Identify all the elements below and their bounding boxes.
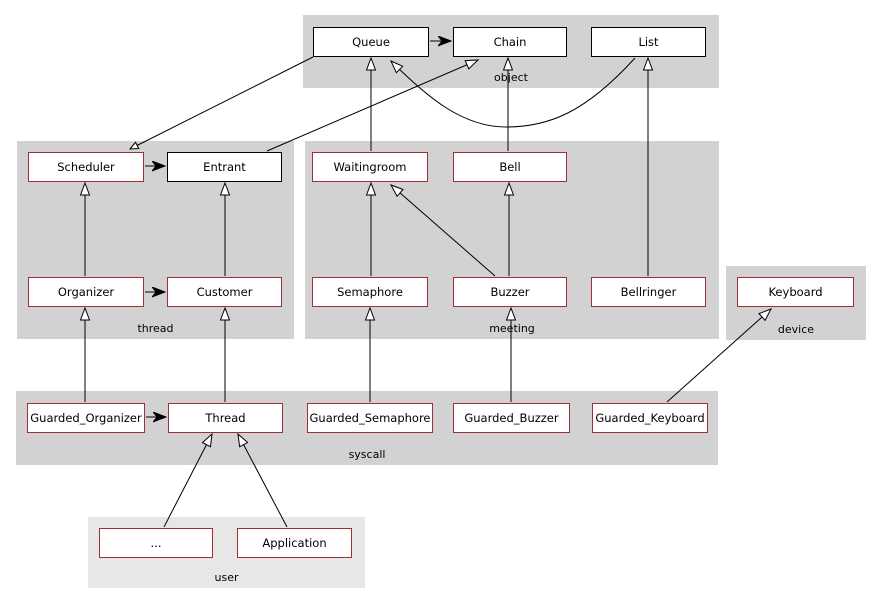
region-meeting-label: meeting bbox=[489, 322, 535, 335]
class-box-bellringer[interactable]: Bellringer bbox=[591, 277, 706, 307]
class-box-thread[interactable]: Thread bbox=[168, 403, 283, 433]
class-box-keyboard[interactable]: Keyboard bbox=[737, 277, 854, 307]
class-box-customer[interactable]: Customer bbox=[167, 277, 282, 307]
class-box-waitingroom[interactable]: Waitingroom bbox=[312, 152, 428, 182]
class-box-guarded-keyboard[interactable]: Guarded_Keyboard bbox=[592, 403, 708, 433]
class-box-application[interactable]: Application bbox=[237, 528, 352, 558]
class-box-guarded-organizer[interactable]: Guarded_Organizer bbox=[27, 403, 145, 433]
class-box-list[interactable]: List bbox=[591, 27, 706, 57]
edge-buzzer-waitingroom bbox=[389, 184, 496, 277]
edge-application-thread bbox=[237, 432, 288, 528]
class-box-queue[interactable]: Queue bbox=[313, 27, 429, 57]
region-syscall-label: syscall bbox=[348, 448, 386, 461]
edge-guardedkeyboard-keyboard bbox=[666, 308, 773, 403]
region-device-label: device bbox=[777, 323, 815, 336]
class-box-organizer[interactable]: Organizer bbox=[28, 277, 144, 307]
class-box-entrant[interactable]: Entrant bbox=[167, 152, 282, 182]
edge-queue-scheduler bbox=[128, 56, 314, 150]
region-thread-label: thread bbox=[137, 322, 174, 335]
region-user-label: user bbox=[214, 571, 239, 584]
class-box-semaphore[interactable]: Semaphore bbox=[312, 277, 428, 307]
edge-entrant-chain bbox=[266, 59, 480, 152]
class-box-buzzer[interactable]: Buzzer bbox=[453, 277, 567, 307]
class-box-bell[interactable]: Bell bbox=[453, 152, 567, 182]
class-box-chain[interactable]: Chain bbox=[453, 27, 567, 57]
class-box-dots[interactable]: ... bbox=[99, 528, 213, 558]
edge-list-queue-curve bbox=[389, 57, 636, 128]
class-box-guarded-semaphore[interactable]: Guarded_Semaphore bbox=[307, 403, 433, 433]
class-box-scheduler[interactable]: Scheduler bbox=[28, 152, 144, 182]
edge-dots-thread bbox=[163, 432, 213, 528]
class-box-guarded-buzzer[interactable]: Guarded_Buzzer bbox=[453, 403, 570, 433]
region-object-label: object bbox=[494, 71, 528, 84]
